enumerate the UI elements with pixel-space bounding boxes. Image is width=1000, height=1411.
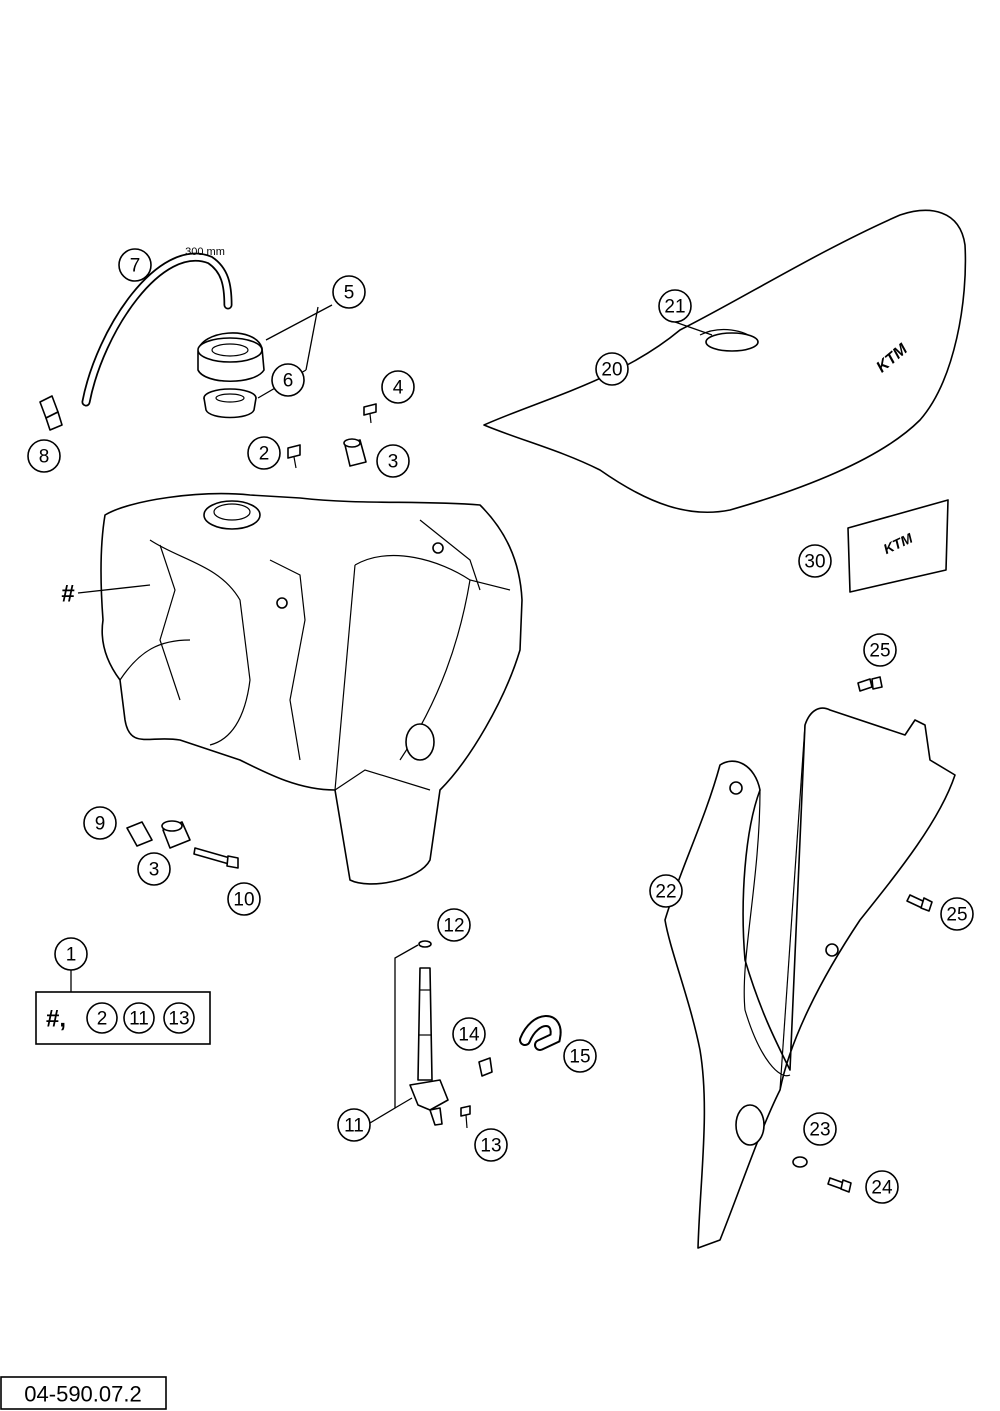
washer-23 bbox=[792, 1156, 808, 1168]
hose-length-label: 300 mm bbox=[185, 246, 225, 258]
svg-text:20: 20 bbox=[601, 360, 622, 381]
tank-filler-neck bbox=[203, 500, 261, 530]
clip-14 bbox=[478, 1057, 493, 1077]
bolt-10 bbox=[193, 847, 239, 869]
svg-text:8: 8 bbox=[39, 447, 50, 468]
callout-7: 7 bbox=[118, 248, 152, 282]
callout-10: 10 bbox=[227, 882, 261, 916]
callout-1: 1 bbox=[54, 937, 88, 971]
svg-text:1: 1 bbox=[66, 945, 77, 966]
callout-9: 9 bbox=[83, 806, 117, 840]
fuel-tank bbox=[100, 492, 523, 885]
svg-text:4: 4 bbox=[393, 378, 404, 399]
drawing-number: 04-590.07.2 bbox=[24, 1382, 141, 1407]
callout-8: 8 bbox=[27, 439, 61, 473]
svg-text:11: 11 bbox=[129, 1009, 149, 1030]
screw-25a bbox=[857, 676, 883, 692]
kit-box-prefix: #, bbox=[46, 1006, 66, 1033]
callout-6: 6 bbox=[271, 363, 305, 397]
callout-25-lower: 25 bbox=[940, 897, 974, 931]
tank-window bbox=[405, 723, 435, 761]
shroud-hole bbox=[735, 1104, 765, 1146]
o-ring-12 bbox=[418, 940, 432, 948]
svg-text:13: 13 bbox=[168, 1009, 189, 1030]
callout-12: 12 bbox=[437, 908, 471, 942]
fuel-tap bbox=[409, 967, 449, 1126]
svg-text:22: 22 bbox=[655, 882, 676, 903]
seat-patch bbox=[705, 332, 759, 352]
svg-text:25: 25 bbox=[946, 905, 967, 926]
svg-text:30: 30 bbox=[804, 552, 825, 573]
seat: KTM bbox=[483, 209, 967, 514]
svg-text:14: 14 bbox=[458, 1025, 480, 1046]
svg-text:13: 13 bbox=[480, 1136, 501, 1157]
bushing-9 bbox=[126, 821, 153, 847]
callout-4: 4 bbox=[381, 370, 415, 404]
callout-14: 14 bbox=[452, 1017, 486, 1051]
callout-24: 24 bbox=[865, 1170, 899, 1204]
svg-text:2: 2 bbox=[259, 444, 270, 465]
svg-text:12: 12 bbox=[443, 916, 464, 937]
callout-15: 15 bbox=[563, 1039, 597, 1073]
svg-text:3: 3 bbox=[388, 452, 399, 473]
svg-text:23: 23 bbox=[809, 1120, 830, 1141]
kit-box: #, 2 11 13 bbox=[35, 991, 211, 1045]
drawing-number-box: 04-590.07.2 bbox=[0, 1376, 167, 1410]
ktm-sticker: KTM bbox=[847, 499, 949, 593]
screw-4 bbox=[363, 403, 377, 424]
callout-25-upper: 25 bbox=[863, 633, 897, 667]
svg-text:6: 6 bbox=[283, 371, 294, 392]
kit-item-11: 11 bbox=[123, 1002, 155, 1034]
svg-text:10: 10 bbox=[233, 890, 254, 911]
screw-24 bbox=[827, 1177, 852, 1193]
bushing-3b bbox=[161, 820, 191, 849]
callout-21: 21 bbox=[658, 289, 692, 323]
svg-text:15: 15 bbox=[569, 1047, 590, 1068]
leader-lines bbox=[70, 304, 713, 1124]
radiator-shroud bbox=[664, 707, 956, 1249]
svg-text:24: 24 bbox=[871, 1178, 893, 1199]
kit-item-13: 13 bbox=[163, 1002, 195, 1034]
callout-3-upper: 3 bbox=[376, 444, 410, 478]
kit-item-2: 2 bbox=[86, 1002, 118, 1034]
svg-text:11: 11 bbox=[344, 1116, 364, 1137]
callout-5: 5 bbox=[332, 275, 366, 309]
callout-23: 23 bbox=[803, 1112, 837, 1146]
hose-15 bbox=[519, 1015, 562, 1051]
callout-2: 2 bbox=[247, 436, 281, 470]
bushing-3a bbox=[343, 438, 367, 467]
svg-text:21: 21 bbox=[664, 297, 685, 318]
callout-13: 13 bbox=[474, 1128, 508, 1162]
callout-3-lower: 3 bbox=[137, 852, 171, 886]
screw-13 bbox=[460, 1105, 471, 1129]
svg-text:2: 2 bbox=[97, 1009, 108, 1030]
callout-22: 22 bbox=[649, 874, 683, 908]
svg-text:25: 25 bbox=[869, 641, 890, 662]
callout-20: 20 bbox=[595, 352, 629, 386]
hose-clip bbox=[39, 395, 63, 431]
svg-text:3: 3 bbox=[149, 860, 160, 881]
svg-text:9: 9 bbox=[95, 814, 106, 835]
tank-marker: # bbox=[61, 581, 74, 608]
callout-11: 11 bbox=[337, 1108, 371, 1142]
svg-text:5: 5 bbox=[344, 283, 355, 304]
screw-25b bbox=[906, 894, 933, 912]
screw-2 bbox=[287, 444, 301, 469]
filler-cap bbox=[197, 332, 265, 383]
gasket bbox=[203, 388, 257, 419]
callout-30: 30 bbox=[798, 544, 832, 578]
svg-text:7: 7 bbox=[130, 256, 141, 277]
breather-hose bbox=[81, 252, 233, 407]
